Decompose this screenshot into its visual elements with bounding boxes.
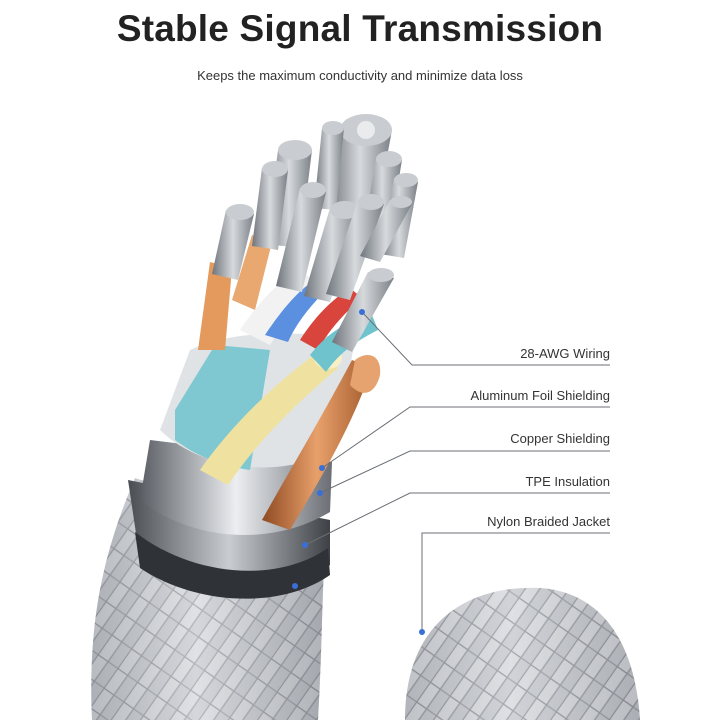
- leader-aluminum: [321, 406, 610, 469]
- dot-aluminum: [319, 465, 325, 471]
- dot-28awg: [359, 309, 365, 315]
- leader-copper: [319, 450, 610, 494]
- leader-nylon: [421, 532, 610, 632]
- callout-dots: [292, 309, 425, 635]
- callout-label-nylon-jacket: Nylon Braided Jacket: [487, 514, 610, 529]
- dot-tpe: [302, 542, 308, 548]
- callout-label-aluminum-foil: Aluminum Foil Shielding: [470, 388, 610, 403]
- leader-28awg: [361, 311, 610, 366]
- orange-insulated-wires: [198, 235, 272, 350]
- dot-nylon-main: [292, 583, 298, 589]
- awg-conductor-strands: [212, 114, 418, 352]
- callout-label-tpe-insulation: TPE Insulation: [525, 474, 610, 489]
- callout-label-28awg: 28-AWG Wiring: [520, 346, 610, 361]
- callout-label-copper-shielding: Copper Shielding: [510, 431, 610, 446]
- leader-tpe: [304, 492, 610, 546]
- copper-braid-strands: [262, 355, 381, 530]
- page-title: Stable Signal Transmission: [116, 8, 604, 49]
- coiled-braided-cable: [405, 587, 640, 720]
- page-subtitle: Keeps the maximum conductivity and minim…: [197, 68, 523, 83]
- dot-copper: [317, 490, 323, 496]
- callout-leaders: [304, 311, 610, 632]
- dot-nylon-coil: [419, 629, 425, 635]
